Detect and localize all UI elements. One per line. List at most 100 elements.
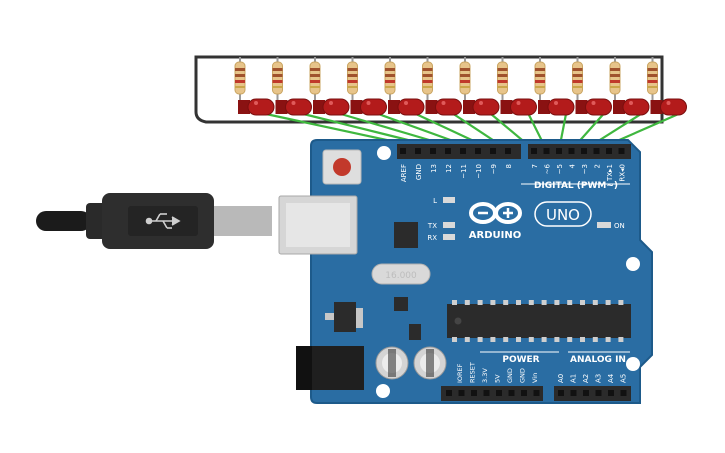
header-pin[interactable] bbox=[606, 148, 612, 154]
led-rx-indicator bbox=[443, 234, 455, 240]
brand-label: ARDUINO bbox=[469, 230, 521, 241]
resistor[interactable] bbox=[272, 61, 283, 95]
resistor[interactable] bbox=[422, 61, 433, 95]
mounting-hole bbox=[626, 257, 640, 271]
arduino-logo bbox=[469, 202, 522, 224]
digital-pin-label: 12 bbox=[445, 164, 453, 173]
led-group bbox=[238, 98, 687, 116]
analog-pin-label: A4 bbox=[607, 373, 615, 383]
ground-bus-wire[interactable] bbox=[194, 55, 664, 124]
digital-header-left[interactable] bbox=[397, 144, 521, 159]
digital-pwm-label: DIGITAL (PWM~) bbox=[534, 181, 618, 191]
red-led[interactable] bbox=[613, 98, 650, 116]
header-pin[interactable] bbox=[593, 148, 600, 154]
red-led[interactable] bbox=[275, 98, 312, 116]
red-led[interactable] bbox=[463, 98, 500, 116]
resistor[interactable] bbox=[384, 61, 396, 95]
header-pin[interactable] bbox=[581, 148, 587, 154]
digital-pin-label: RX◂0 bbox=[619, 164, 627, 182]
header-pin[interactable] bbox=[568, 148, 575, 154]
red-led[interactable] bbox=[238, 98, 275, 116]
header-pin[interactable] bbox=[490, 148, 496, 154]
red-led[interactable] bbox=[650, 98, 687, 116]
red-led[interactable] bbox=[350, 98, 387, 116]
crystal-label: 16.000 bbox=[385, 271, 417, 281]
usb-chip bbox=[394, 222, 418, 248]
digital-header-right[interactable] bbox=[528, 144, 631, 159]
led-l-label: L bbox=[433, 197, 437, 205]
header-pin[interactable] bbox=[543, 148, 550, 154]
red-led[interactable] bbox=[500, 98, 537, 116]
mounting-hole bbox=[376, 384, 390, 398]
led-rx-label: RX bbox=[427, 234, 437, 242]
digital-pin-label: 2 bbox=[594, 164, 602, 168]
analog-pin-label: A5 bbox=[620, 374, 628, 383]
red-led[interactable] bbox=[575, 98, 612, 116]
red-led[interactable] bbox=[538, 98, 575, 116]
resistor[interactable] bbox=[347, 61, 358, 95]
usb-icon bbox=[145, 213, 181, 229]
resistor[interactable] bbox=[572, 61, 583, 95]
header-pin[interactable] bbox=[430, 148, 436, 154]
digital-pin-label: ~5 bbox=[556, 164, 564, 174]
small-ic bbox=[409, 324, 421, 340]
digital-pin-label: AREF bbox=[400, 164, 408, 182]
atmega-chip bbox=[447, 304, 631, 338]
on-label: ON bbox=[614, 222, 625, 230]
digital-pin-label: 7 bbox=[531, 164, 539, 168]
header-pin[interactable] bbox=[556, 148, 562, 154]
resistor[interactable] bbox=[534, 61, 546, 95]
header-pin[interactable] bbox=[460, 148, 466, 154]
digital-pin-label: ~9 bbox=[490, 164, 498, 174]
uno-badge bbox=[534, 201, 592, 227]
resistor[interactable] bbox=[497, 61, 508, 95]
led-l-indicator bbox=[443, 197, 455, 203]
analog-pin-label: A1 bbox=[570, 374, 578, 383]
resistor[interactable] bbox=[647, 61, 658, 95]
red-led[interactable] bbox=[313, 98, 350, 116]
usb-cable[interactable] bbox=[36, 193, 272, 249]
mounting-hole bbox=[626, 357, 640, 371]
digital-pin-label: 8 bbox=[505, 164, 513, 168]
small-component bbox=[394, 297, 408, 311]
analog-pin-label: A0 bbox=[557, 374, 565, 383]
digital-pin-label: TX▸1 bbox=[606, 164, 614, 182]
crystal bbox=[371, 263, 431, 285]
usb-metal-shell bbox=[214, 206, 272, 236]
resistor[interactable] bbox=[609, 61, 621, 95]
digital-pin-label: 4 bbox=[569, 163, 577, 168]
analog-pin-label: A3 bbox=[595, 374, 603, 383]
header-pin[interactable] bbox=[505, 148, 511, 154]
led-tx-indicator bbox=[443, 222, 455, 228]
resistor[interactable] bbox=[234, 61, 246, 95]
resistor[interactable] bbox=[309, 61, 321, 95]
power-pin-label: RESET bbox=[469, 362, 477, 383]
power-pin-label: Vin bbox=[531, 373, 539, 383]
header-pin[interactable] bbox=[531, 148, 537, 154]
analog-header[interactable] bbox=[554, 386, 631, 401]
power-pin-label: GND bbox=[506, 368, 514, 383]
header-pin[interactable] bbox=[445, 148, 451, 154]
mounting-hole bbox=[377, 146, 391, 160]
header-pin[interactable] bbox=[415, 148, 421, 154]
red-led[interactable] bbox=[425, 98, 462, 116]
power-header[interactable] bbox=[441, 386, 543, 401]
header-pin[interactable] bbox=[475, 148, 481, 154]
header-pin[interactable] bbox=[618, 148, 625, 154]
power-pin-label: 3.3V bbox=[481, 368, 489, 383]
voltage-regulator bbox=[334, 302, 356, 332]
resistor[interactable] bbox=[459, 61, 471, 95]
red-led[interactable] bbox=[388, 98, 425, 116]
power-pin-label: 5V bbox=[494, 374, 502, 383]
reset-button-cap[interactable] bbox=[333, 158, 351, 176]
digital-pin-label: 13 bbox=[430, 164, 438, 173]
model-label: UNO bbox=[546, 206, 580, 224]
power-pin-label: GND bbox=[519, 368, 527, 383]
power-label: POWER bbox=[502, 355, 539, 365]
header-pin[interactable] bbox=[400, 148, 406, 154]
